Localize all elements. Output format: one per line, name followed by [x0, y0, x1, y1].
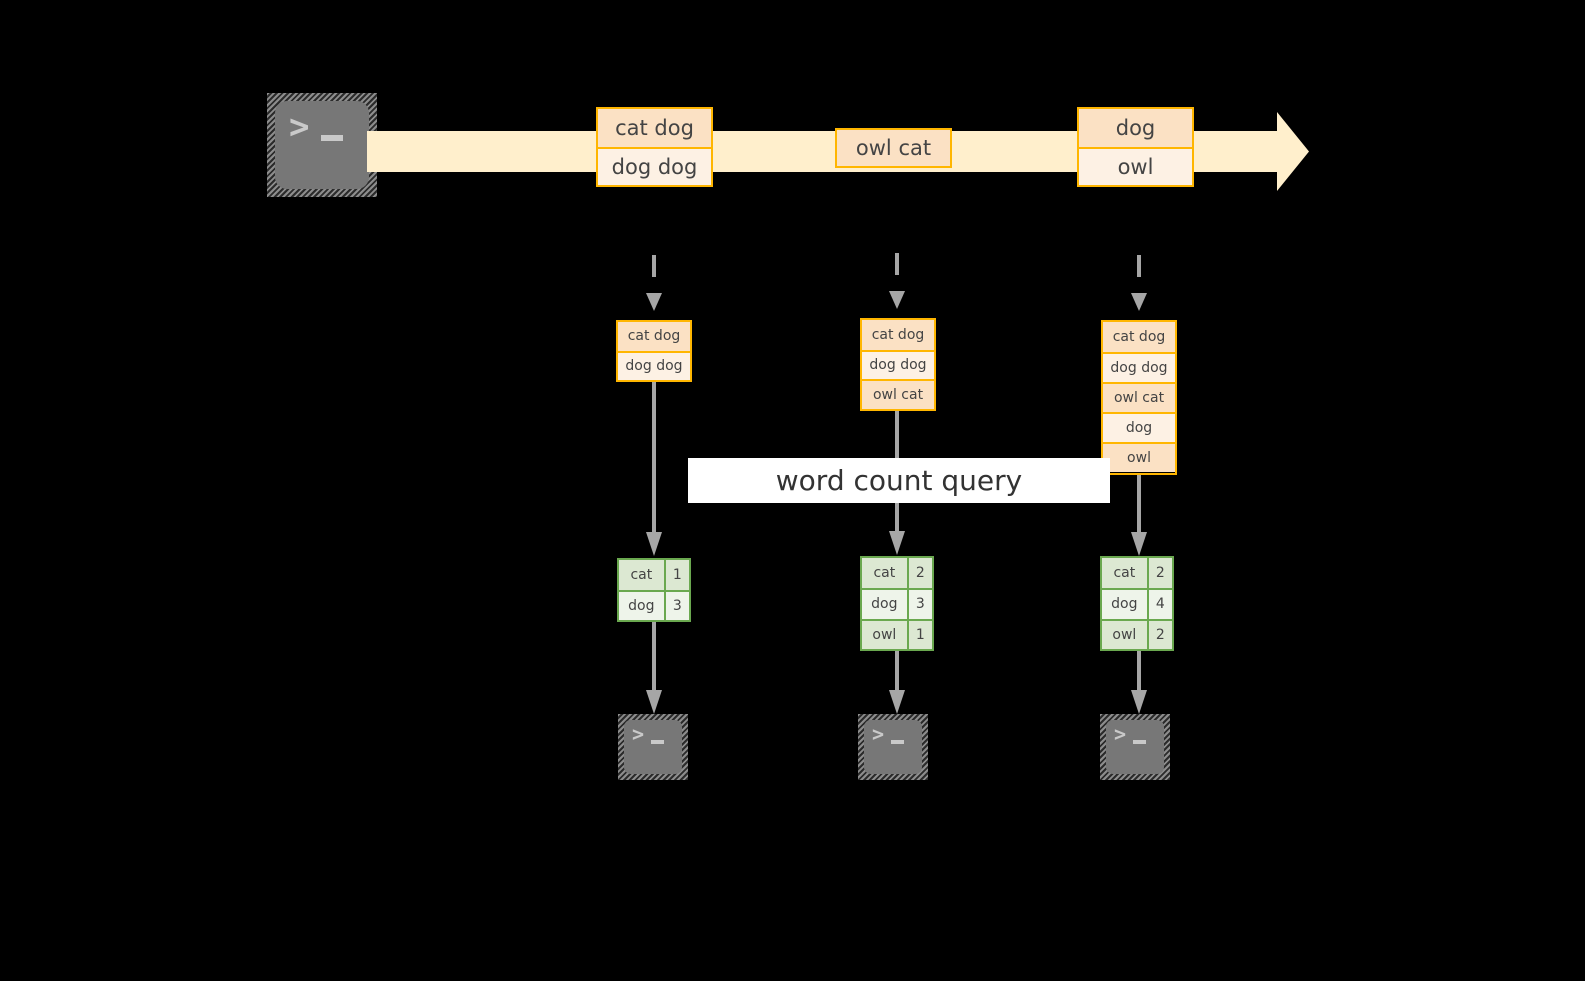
- table-row: owl 1: [862, 618, 932, 649]
- table-row: owl cat: [1103, 382, 1175, 412]
- table-row: dog: [1103, 412, 1175, 442]
- sink-terminal-icon-3: >: [1100, 714, 1170, 780]
- terminal-cursor-glyph: [891, 740, 904, 744]
- terminal-prompt-glyph: >: [872, 722, 885, 746]
- terminal-prompt-glyph: >: [632, 722, 645, 746]
- result-table-2: cat 2 dog 3 owl 1: [860, 556, 934, 651]
- query-label-text: word count query: [775, 464, 1023, 497]
- trigger-connector-1: [645, 255, 665, 317]
- terminal-screen: >: [624, 720, 682, 774]
- sink-terminal-icon-2: >: [858, 714, 928, 780]
- result-count: 2: [906, 558, 932, 589]
- table-row: cat dog: [862, 320, 934, 350]
- table-row: dog dog: [618, 350, 690, 380]
- table-row: cat dog: [1103, 322, 1175, 352]
- source-terminal-icon: >: [267, 93, 377, 197]
- sink-connector-1: [645, 622, 665, 718]
- terminal-cursor-glyph: [1133, 740, 1146, 744]
- result-word: cat: [862, 558, 907, 589]
- table-row: dog dog: [1103, 352, 1175, 382]
- query-label: word count query: [688, 458, 1110, 503]
- stream-record: owl: [1079, 147, 1192, 185]
- result-word: dog: [862, 590, 907, 619]
- result-word: owl: [1102, 620, 1147, 649]
- result-word: cat: [1102, 558, 1147, 589]
- terminal-prompt-glyph: >: [289, 107, 310, 147]
- unbounded-table-3: cat dog dog dog owl cat dog owl: [1101, 320, 1177, 475]
- query-connector-1: [645, 382, 665, 560]
- table-row: dog dog: [862, 349, 934, 380]
- sink-connector-3: [1130, 651, 1150, 718]
- unbounded-table-1: cat dog dog dog: [616, 320, 692, 382]
- terminal-cursor-glyph: [321, 135, 343, 141]
- table-row: dog 3: [619, 589, 689, 620]
- table-row: dog 3: [862, 588, 932, 619]
- stream-batch-2: owl cat: [835, 128, 952, 168]
- query-connector-3: [1130, 475, 1150, 560]
- result-count: 1: [663, 560, 689, 590]
- result-word: cat: [619, 560, 664, 590]
- terminal-screen: >: [1106, 720, 1164, 774]
- terminal-screen: >: [864, 720, 922, 774]
- stream-record: dog dog: [598, 147, 711, 185]
- result-count: 2: [1146, 558, 1172, 589]
- result-table-3: cat 2 dog 4 owl 2: [1100, 556, 1174, 651]
- stream-record: cat dog: [598, 109, 711, 147]
- table-row: cat dog: [618, 322, 690, 351]
- table-row: cat 2: [1102, 558, 1172, 589]
- table-row: cat 1: [619, 560, 689, 590]
- stream-record: dog: [1079, 109, 1192, 147]
- result-count: 3: [663, 591, 689, 620]
- result-count: 3: [906, 590, 932, 619]
- stream-batch-1: cat dog dog dog: [596, 107, 713, 187]
- result-table-1: cat 1 dog 3: [617, 558, 691, 622]
- stream-record: owl cat: [837, 130, 950, 166]
- unbounded-table-2: cat dog dog dog owl cat: [860, 318, 936, 411]
- table-row: owl: [1103, 442, 1175, 472]
- terminal-prompt-glyph: >: [1114, 722, 1127, 746]
- table-row: owl 2: [1102, 618, 1172, 649]
- sink-terminal-icon-1: >: [618, 714, 688, 780]
- data-stream-arrowhead: [1253, 112, 1309, 191]
- table-row: cat 2: [862, 558, 932, 589]
- trigger-connector-2: [888, 253, 908, 315]
- terminal-screen: >: [275, 101, 369, 189]
- trigger-connector-3: [1130, 255, 1150, 317]
- terminal-cursor-glyph: [651, 740, 664, 744]
- sink-connector-2: [888, 651, 908, 718]
- table-row: dog 4: [1102, 588, 1172, 619]
- stream-batch-3: dog owl: [1077, 107, 1194, 187]
- result-word: dog: [619, 591, 664, 620]
- result-count: 1: [906, 620, 932, 649]
- table-row: owl cat: [862, 379, 934, 409]
- result-count: 4: [1146, 590, 1172, 619]
- result-word: dog: [1102, 590, 1147, 619]
- result-word: owl: [862, 620, 907, 649]
- result-count: 2: [1146, 620, 1172, 649]
